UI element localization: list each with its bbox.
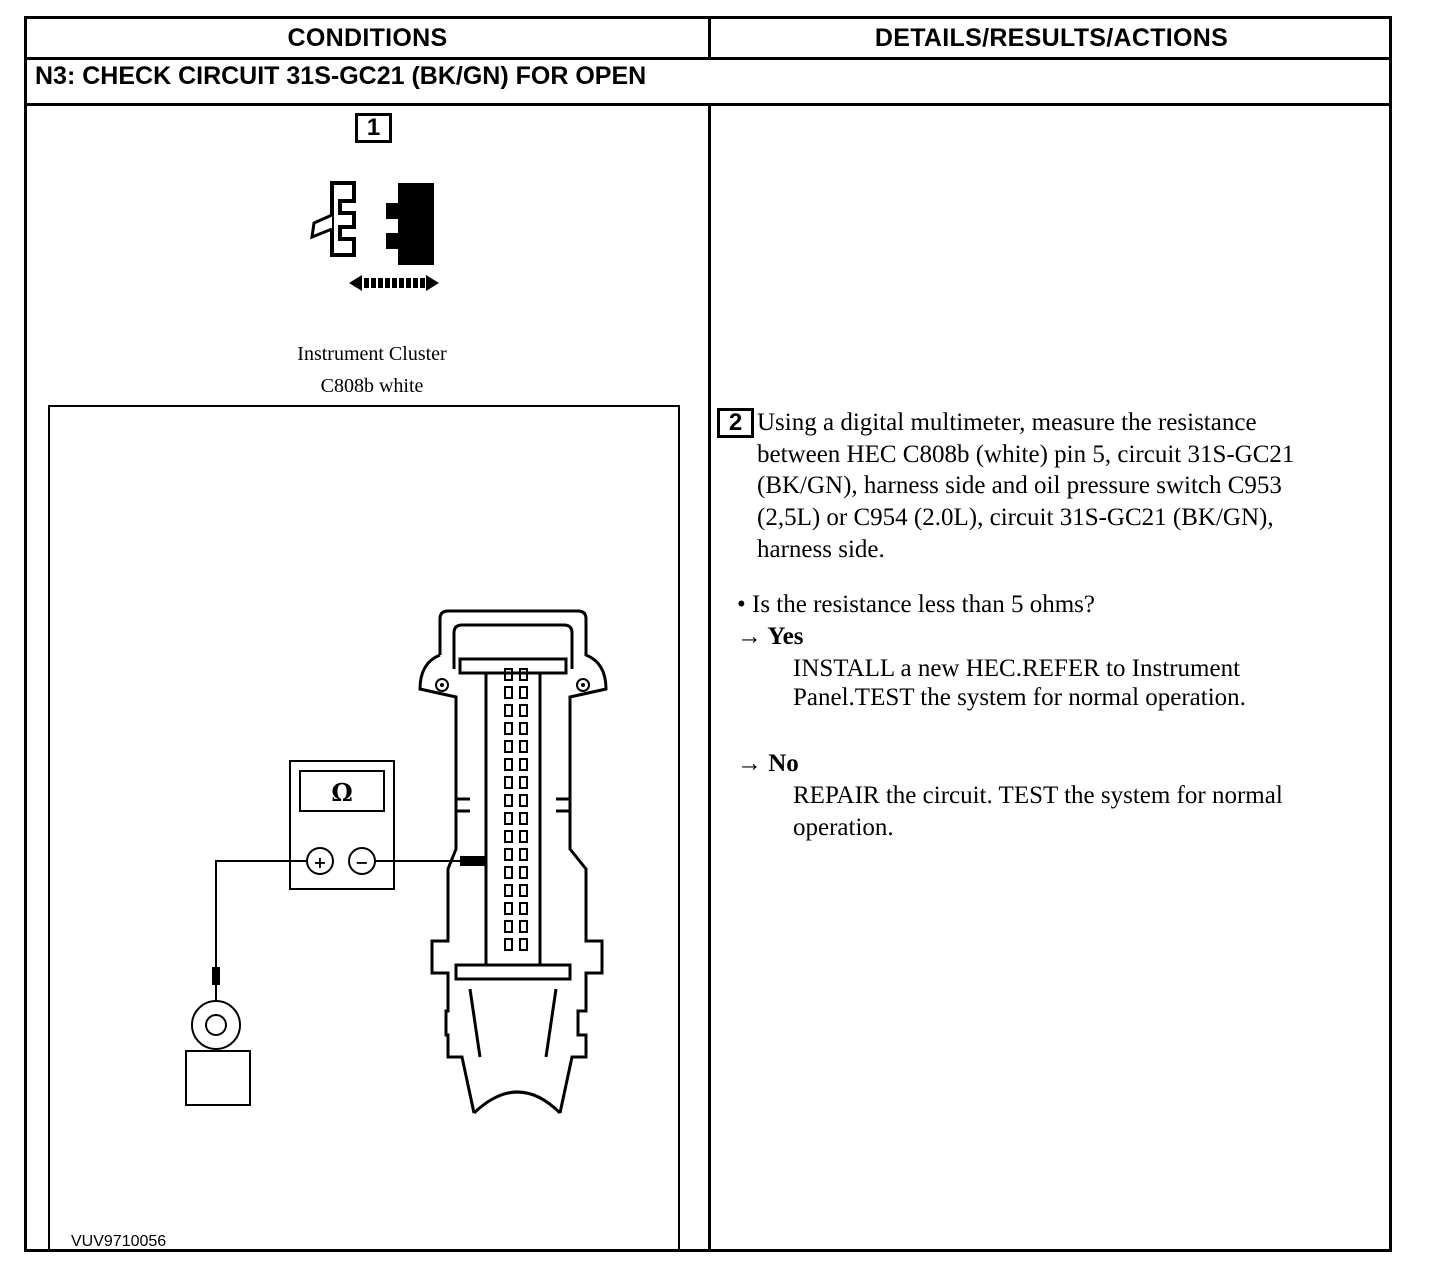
step-2-instruction-5: harness side. [757, 536, 885, 563]
step-2-number: 2 [717, 408, 754, 438]
oil-pressure-switch-icon [185, 993, 251, 1106]
step-2-instruction-2: between HEC C808b (white) pin 5, circuit… [757, 441, 1295, 468]
connector-caption-line2: C808b white [320, 375, 424, 397]
connector-caption-line1: Instrument Cluster [297, 343, 447, 365]
yes-label: → Yes [737, 623, 804, 650]
disconnect-connector-icon [310, 181, 439, 291]
step-2-instruction-1: Using a digital multimeter, measure the … [757, 409, 1257, 436]
column-divider [708, 103, 711, 1249]
step-title: N3: CHECK CIRCUIT 31S-GC21 (BK/GN) FOR O… [35, 62, 647, 90]
yes-action-2: Panel.TEST the system for normal operati… [793, 684, 1246, 711]
ohm-symbol: Ω [331, 778, 352, 807]
no-action-1: REPAIR the circuit. TEST the system for … [793, 782, 1283, 809]
minus-terminal: − [355, 853, 368, 872]
details-header: DETAILS/RESULTS/ACTIONS [874, 23, 1229, 52]
multimeter-icon [289, 760, 395, 890]
plus-terminal: + [313, 853, 326, 872]
measurement-figure: Ω + − [48, 405, 680, 1251]
figure-code: VUV9710056 [71, 1233, 167, 1250]
no-label: → No [737, 750, 799, 777]
step-2-question: • Is the resistance less than 5 ohms? [737, 591, 1095, 618]
step-1-number: 1 [355, 113, 392, 143]
step-2-instruction-4: (2,5L) or C954 (2.0L), circuit 31S-GC21 … [757, 504, 1274, 531]
header-divider [27, 57, 1389, 60]
step-2-instruction-3: (BK/GN), harness side and oil pressure s… [757, 472, 1282, 499]
procedure-table: CONDITIONS DETAILS/RESULTS/ACTIONS N3: C… [24, 16, 1392, 1252]
yes-action-1: INSTALL a new HEC.REFER to Instrument [793, 655, 1241, 682]
wiring-diagram: Ω + − [185, 609, 608, 1115]
no-action-2: operation. [793, 814, 894, 841]
conditions-header: CONDITIONS [27, 19, 711, 57]
